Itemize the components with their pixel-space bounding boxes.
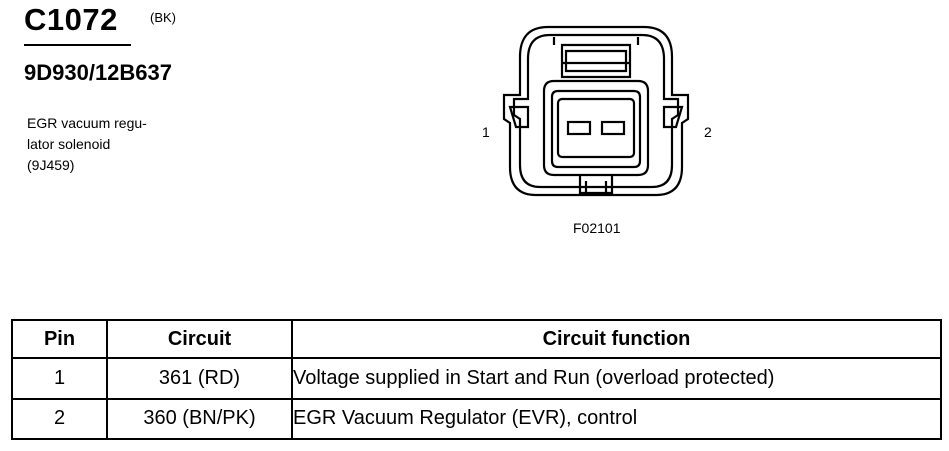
pinout-table: Pin Circuit Circuit function 1 361 (RD) … [11,319,942,440]
housing-outer-outline [502,25,690,197]
housing-inner-outline [512,33,680,189]
bottom-key [578,175,614,195]
terminal-block [556,97,636,159]
cell-circuit: 360 (BN/PK) [106,397,293,440]
cell-circuit-function: Voltage supplied in Start and Run (overl… [291,357,942,400]
description-line: lator solenoid [27,136,111,152]
component-description: EGR vacuum regu- lator solenoid (9J459) [27,113,147,176]
figure-code: F02101 [573,220,621,236]
title-underline [24,44,131,46]
table-header-row: Pin Circuit Circuit function [11,319,942,359]
terminal-cavity-frame [542,79,650,177]
pin-1-label: 1 [482,124,490,140]
cell-circuit: 361 (RD) [106,357,293,400]
pin-2-label: 2 [704,124,712,140]
locking-tab [560,43,632,79]
header-circuit: Circuit [106,319,293,359]
header-pin: Pin [11,319,108,359]
cell-circuit-function: EGR Vacuum Regulator (EVR), control [291,397,942,440]
terminal-pin-1 [566,120,592,136]
table-row: 2 360 (BN/PK) EGR Vacuum Regulator (EVR)… [11,397,942,440]
terminal-pin-2 [600,120,626,136]
part-number: 9D930/12B637 [24,60,173,85]
cell-pin: 1 [11,357,108,400]
description-line: (9J459) [27,157,75,173]
table-row: 1 361 (RD) Voltage supplied in Start and… [11,357,942,400]
connector-face-diagram [502,25,690,197]
connector-id: C1072 [24,2,118,37]
connector-color-code: (BK) [150,10,176,25]
header-circuit-function: Circuit function [291,319,942,359]
description-line: EGR vacuum regu- [27,115,147,131]
cell-pin: 2 [11,397,108,440]
